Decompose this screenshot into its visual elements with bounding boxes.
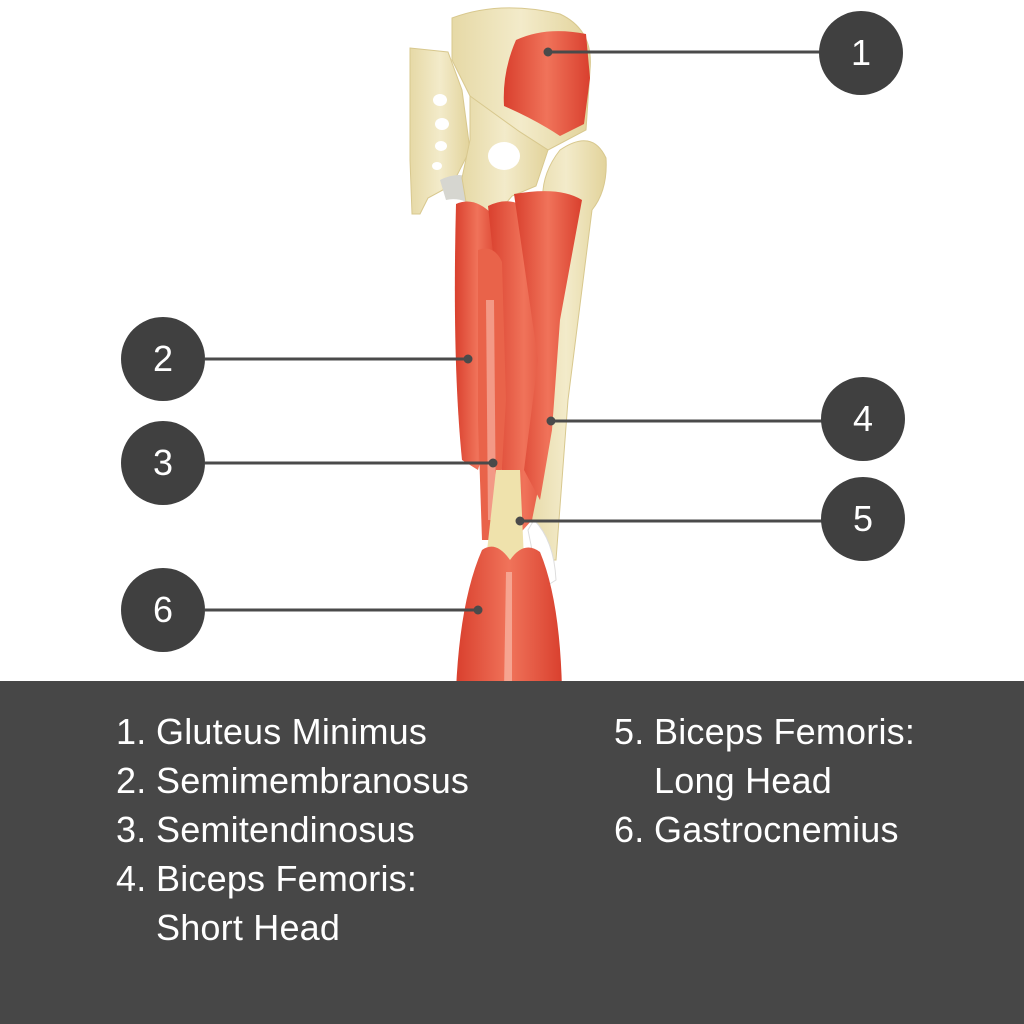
marker-3: 3 — [121, 421, 205, 505]
legend-column-left: 1. Gluteus Minimus 2. Semimembranosus 3.… — [116, 707, 576, 952]
legend-panel: 1. Gluteus Minimus 2. Semimembranosus 3.… — [0, 681, 1024, 1024]
popliteal-fossa — [486, 470, 524, 560]
obturator-foramen — [488, 142, 520, 170]
gastrocnemius-midline — [504, 572, 512, 690]
legend-label: Gluteus Minimus — [156, 711, 428, 752]
biceps-femoris-short-head-muscle — [514, 191, 582, 500]
marker-6: 6 — [121, 568, 205, 652]
marker-1: 1 — [819, 11, 903, 95]
posterior-hip-thigh-illustration — [205, 7, 822, 690]
legend-number: 4. — [116, 858, 147, 899]
legend-number: 6. — [614, 809, 645, 850]
leader-lines — [205, 47, 822, 615]
legend-label: Biceps Femoris: Short Head — [156, 858, 418, 948]
legend-number: 2. — [116, 760, 147, 801]
legend-number: 1. — [116, 711, 147, 752]
sacral-foramina — [432, 94, 449, 170]
legend-item-5: 5. Biceps Femoris: Long Head — [614, 707, 1014, 805]
marker-5: 5 — [821, 477, 905, 561]
legend-label: Biceps Femoris: Long Head — [654, 711, 916, 801]
legend-label: Semimembranosus — [156, 760, 470, 801]
legend-item-3: 3. Semitendinosus — [116, 805, 576, 854]
marker-2: 2 — [121, 317, 205, 401]
legend-item-4: 4. Biceps Femoris: Short Head — [116, 854, 576, 952]
legend-label: Semitendinosus — [156, 809, 415, 850]
legend-item-6: 6. Gastrocnemius — [614, 805, 1014, 854]
legend-column-right: 5. Biceps Femoris: Long Head 6. Gastrocn… — [614, 707, 1014, 854]
legend-label: Gastrocnemius — [654, 809, 899, 850]
legend-number: 3. — [116, 809, 147, 850]
sacrum-bone — [409, 47, 471, 215]
gluteus-minimus-muscle — [503, 31, 590, 136]
legend-item-1: 1. Gluteus Minimus — [116, 707, 576, 756]
legend-item-2: 2. Semimembranosus — [116, 756, 576, 805]
legend-number: 5. — [614, 711, 645, 752]
marker-4: 4 — [821, 377, 905, 461]
